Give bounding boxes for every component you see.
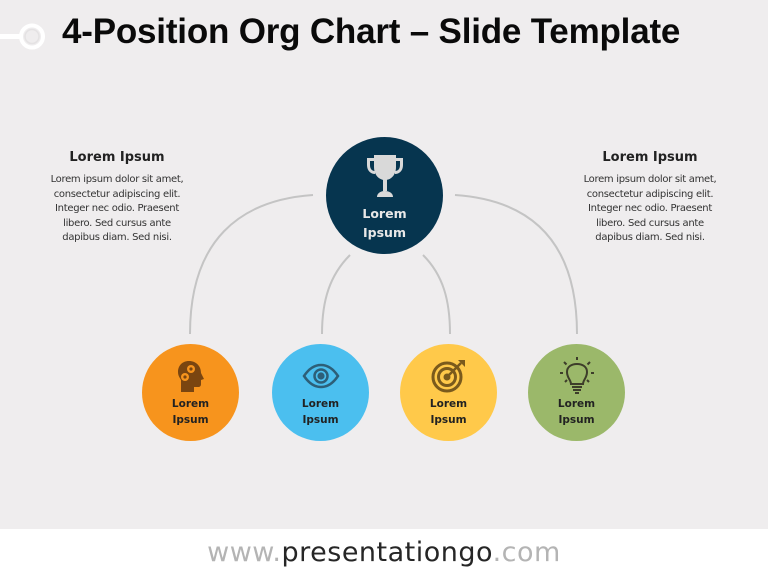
slide-canvas: 4-Position Org Chart – Slide Template Lo… [0, 0, 768, 529]
side-text-right: Lorem Ipsum Lorem ipsum dolor sit amet, … [565, 150, 735, 246]
node-1-label: Lorem Ipsum [172, 397, 209, 427]
lightbulb-icon [559, 357, 594, 395]
footer-suffix: .com [492, 537, 561, 568]
icon-wrap [431, 359, 467, 393]
label-line: Lorem [429, 398, 468, 411]
label-line: Ipsum [558, 413, 595, 426]
side-left-body: Lorem ipsum dolor sit amet, consectetur … [32, 173, 202, 246]
body-line: libero. Sed cursus ante [63, 217, 171, 229]
target-icon [431, 360, 465, 393]
label-line: Lorem [362, 206, 407, 222]
body-line: dapibus diam. Sed nisi. [62, 232, 172, 243]
slide-title: 4-Position Org Chart – Slide Template [62, 12, 681, 51]
eye-icon [301, 364, 340, 389]
org-node-3: Lorem Ipsum [400, 344, 497, 441]
org-node-1: Lorem Ipsum [142, 344, 239, 441]
label-line: Ipsum [302, 413, 339, 426]
label-line: Ipsum [363, 224, 406, 240]
pin-icon [0, 23, 45, 50]
side-right-heading: Lorem Ipsum [602, 150, 698, 165]
side-text-left: Lorem Ipsum Lorem ipsum dolor sit amet, … [32, 150, 202, 246]
org-node-top: Lorem Ipsum [326, 137, 443, 254]
trophy-icon [366, 155, 403, 198]
icon-wrap [174, 359, 208, 393]
body-line: dapibus diam. Sed nisi. [595, 232, 705, 243]
node-4-label: Lorem Ipsum [558, 397, 595, 427]
body-line: Integer nec odio. Praesent [588, 203, 712, 214]
body-line: libero. Sed cursus ante [596, 217, 704, 229]
node-3-label: Lorem Ipsum [430, 397, 467, 427]
icon-wrap [301, 359, 340, 393]
org-node-2: Lorem Ipsum [272, 344, 369, 441]
node-2-label: Lorem Ipsum [302, 397, 339, 427]
label-line: Lorem [301, 398, 340, 411]
label-line: Lorem [171, 398, 210, 411]
body-line: consectetur adipiscing elit. [53, 188, 181, 200]
org-node-4: Lorem Ipsum [528, 344, 625, 441]
label-line: Ipsum [430, 413, 467, 426]
label-line: Ipsum [172, 413, 209, 426]
head-gears-icon [177, 361, 204, 393]
label-line: Lorem [557, 398, 596, 411]
connector-lines [189, 194, 578, 335]
body-line: consectetur adipiscing elit. [586, 188, 714, 200]
side-right-body: Lorem ipsum dolor sit amet, consectetur … [565, 173, 735, 246]
footer-prefix: www. [207, 537, 282, 568]
body-line: Lorem ipsum dolor sit amet, [583, 174, 717, 185]
icon-wrap [559, 357, 595, 395]
body-line: Integer nec odio. Praesent [55, 203, 179, 214]
body-line: Lorem ipsum dolor sit amet, [50, 174, 184, 185]
side-left-heading: Lorem Ipsum [69, 150, 165, 165]
top-node-label: Lorem Ipsum [362, 205, 406, 241]
footer-brand: presentationgo [281, 537, 493, 568]
footer-url: www.presentationgo.com [0, 529, 768, 576]
